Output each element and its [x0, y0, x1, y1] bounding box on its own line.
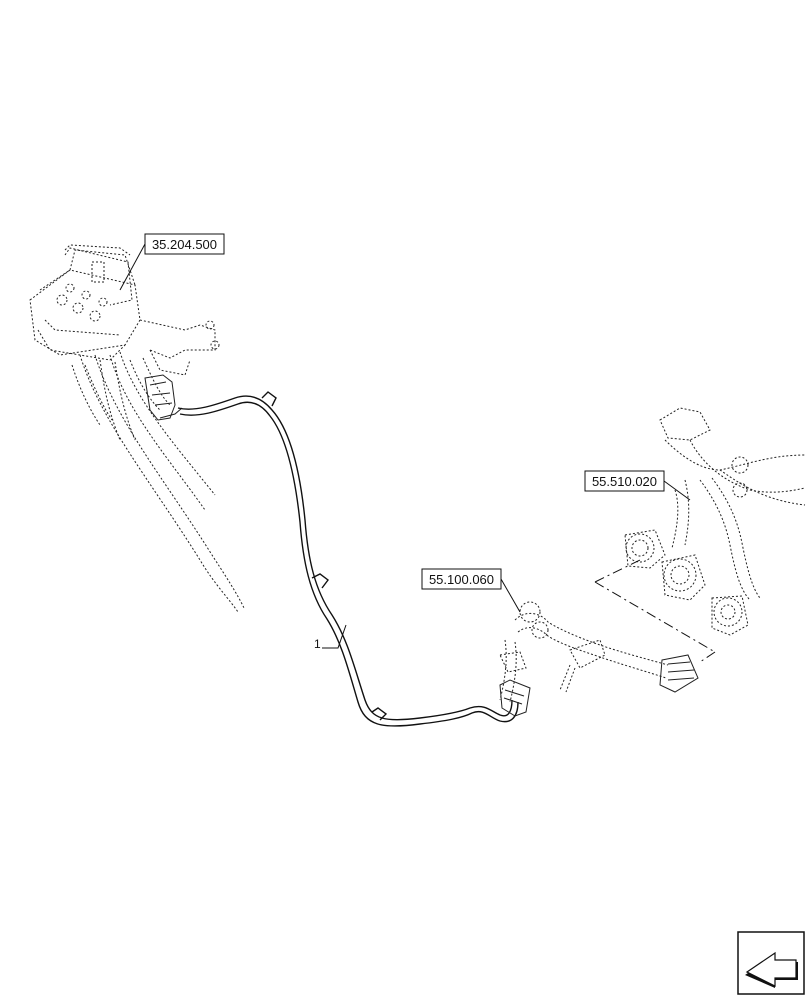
middle-harness-assembly [499, 601, 699, 703]
reference-box-35-204-500[interactable]: 35.204.500 [119, 233, 225, 291]
wiring-harness-item-1 [177, 391, 519, 727]
reference-box-55-100-060[interactable]: 55.100.060 [421, 568, 521, 613]
valve-block-assembly [29, 244, 245, 613]
next-page-arrow-icon[interactable] [737, 931, 805, 995]
reference-label-55-100-060[interactable]: 55.100.060 [429, 572, 494, 587]
right-harness-assembly [594, 407, 806, 663]
callout-item-1: 1 [314, 624, 347, 651]
callout-label-1: 1 [314, 637, 321, 651]
reference-label-35-204-500[interactable]: 35.204.500 [152, 237, 217, 252]
reference-label-55-510-020[interactable]: 55.510.020 [592, 474, 657, 489]
harness-end-connector [499, 679, 531, 717]
reference-box-55-510-020[interactable]: 55.510.020 [584, 470, 691, 501]
left-connector [144, 374, 183, 421]
